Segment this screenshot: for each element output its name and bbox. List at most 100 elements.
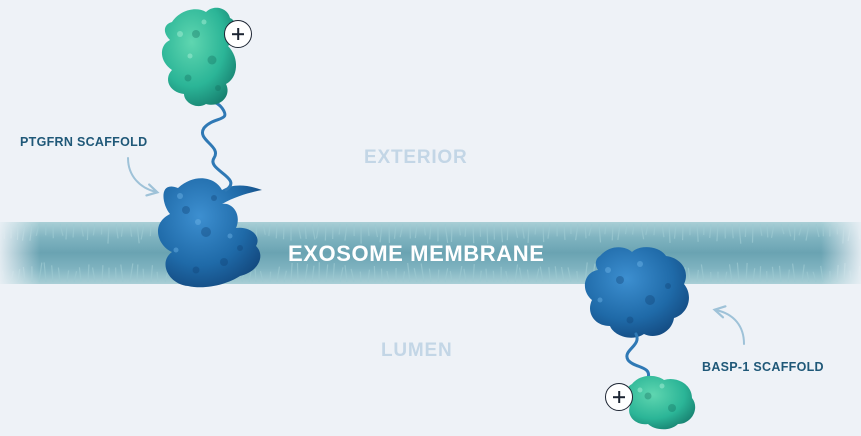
lipid-tail xyxy=(458,223,461,236)
lipid-tail xyxy=(640,223,645,240)
lipid-tail xyxy=(437,269,440,283)
lipid-tail xyxy=(290,262,293,283)
lipid-tail xyxy=(759,266,762,283)
lipid-tail xyxy=(262,223,266,235)
lipid-tail xyxy=(86,223,89,241)
lipid-tail xyxy=(724,271,728,283)
lipid-tail xyxy=(59,223,64,236)
lipid-tail xyxy=(736,262,740,283)
ptgfrn-scaffold-label: PTGFRN SCAFFOLD xyxy=(20,135,148,149)
lipid-tail xyxy=(563,223,566,240)
lipid-tail xyxy=(254,269,257,283)
lipid-tail xyxy=(731,223,734,239)
lipid-tail xyxy=(120,223,124,237)
basp1-scaffold-label: BASP-1 SCAFFOLD xyxy=(702,360,824,374)
basp1-scaffold-protein xyxy=(584,247,689,338)
lipid-tail xyxy=(393,223,397,239)
lipid-tail xyxy=(806,271,810,283)
exosome-membrane-label: EXOSOME MEMBRANE xyxy=(288,241,545,266)
lipid-tail xyxy=(521,223,525,239)
lipid-tail xyxy=(696,223,699,242)
lipid-tail xyxy=(645,223,649,235)
lipid-tail xyxy=(429,223,432,240)
lipid-tail xyxy=(164,270,169,283)
lipid-tail xyxy=(129,223,133,237)
lipid-tail xyxy=(142,268,145,283)
lipid-tail xyxy=(444,268,449,283)
lipid-tail xyxy=(673,223,677,239)
lipid-tail xyxy=(771,266,775,283)
lipid-tail xyxy=(80,223,84,237)
lipid-tail xyxy=(576,271,579,283)
lipid-tail xyxy=(373,265,376,283)
lipid-tail xyxy=(738,223,742,244)
lipid-tail xyxy=(815,223,820,238)
lipid-tail xyxy=(43,262,47,283)
lipid-tail xyxy=(325,264,329,283)
lipid-tail xyxy=(78,267,82,283)
lipid-tail xyxy=(367,223,370,236)
lipid-tail xyxy=(798,223,803,236)
lipid-tail xyxy=(527,223,530,243)
plus-icon[interactable] xyxy=(224,20,252,48)
lipid-tail xyxy=(275,223,278,239)
lipid-tail xyxy=(542,223,545,243)
lipid-tail xyxy=(472,264,475,283)
lipid-tail xyxy=(791,263,796,283)
lipid-tail xyxy=(107,223,110,244)
ptgfrn-linker xyxy=(200,98,233,192)
lipid-tail xyxy=(787,269,790,283)
lipid-tail xyxy=(687,267,691,283)
plus-icon[interactable] xyxy=(605,383,633,411)
lipid-tail xyxy=(156,271,159,283)
lipid-tail xyxy=(315,223,320,239)
lipid-tail xyxy=(653,223,656,236)
lipid-tail xyxy=(359,271,362,283)
lipid-tail xyxy=(136,264,139,283)
lipid-tail xyxy=(450,223,453,243)
lipid-tail xyxy=(428,268,432,283)
lipid-tail xyxy=(402,271,406,283)
lipid-tail xyxy=(420,263,425,283)
lipid-tail xyxy=(744,223,747,238)
lipid-tail xyxy=(344,223,348,241)
lipid-tail xyxy=(728,264,733,283)
lipid-tail xyxy=(463,268,467,283)
lipid-tail xyxy=(534,223,537,235)
lipid-tail xyxy=(751,223,754,243)
lipid-tail xyxy=(350,268,355,283)
lipid-tail xyxy=(759,223,763,236)
lipid-tail xyxy=(500,223,504,243)
lipid-tail xyxy=(604,223,607,235)
lipid-tail xyxy=(65,223,68,240)
lipid-tail xyxy=(304,264,309,283)
top-cargo-protein xyxy=(161,7,237,107)
basp1-linker xyxy=(625,332,651,380)
lipid-tail xyxy=(100,223,103,235)
lipid-tail xyxy=(780,223,785,235)
lipid-tail xyxy=(787,223,792,237)
lumen-label: LUMEN xyxy=(381,340,453,361)
lipid-tail xyxy=(283,270,287,283)
lipid-tail xyxy=(505,271,509,283)
lipid-tail xyxy=(407,262,411,283)
lipid-tail xyxy=(444,223,449,243)
exterior-label: EXTERIOR xyxy=(364,147,468,168)
lipid-tail xyxy=(479,223,482,237)
lipid-tail xyxy=(535,268,540,283)
lipid-tail xyxy=(548,267,551,283)
lipid-tail xyxy=(752,268,756,283)
lipid-tail xyxy=(92,223,96,236)
lipid-tail xyxy=(338,223,341,235)
lipid-tail xyxy=(332,263,335,283)
lipid-tail xyxy=(458,266,463,283)
lipid-tail xyxy=(297,223,302,239)
lipid-tail xyxy=(492,270,495,283)
lipid-tail xyxy=(479,270,482,283)
lipid-tail xyxy=(598,223,602,243)
lipid-tail xyxy=(801,264,805,283)
bottom-cargo-protein xyxy=(624,375,696,430)
lipid-tail xyxy=(344,265,348,283)
lipid-tail xyxy=(115,223,119,239)
